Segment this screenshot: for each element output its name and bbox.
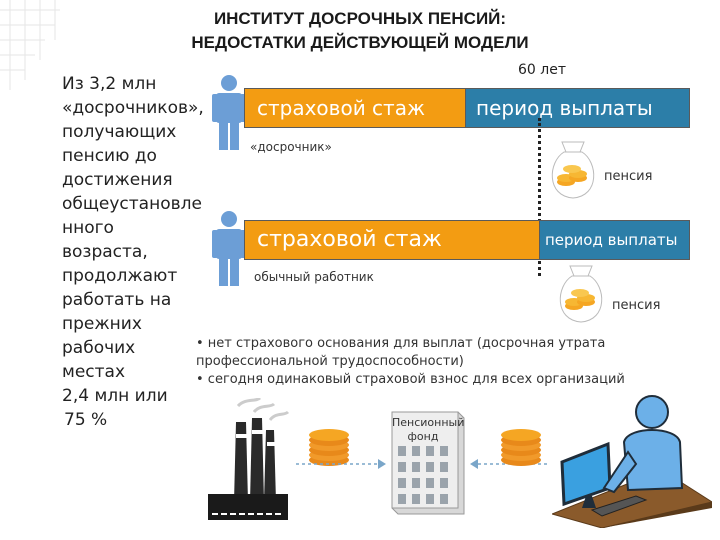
- person-icon: [212, 211, 246, 286]
- left-text-line: достижения: [62, 170, 173, 190]
- left-text-line: пенсию до: [62, 146, 157, 166]
- left-text-line: Из 3,2 млн: [62, 74, 157, 94]
- insurance-period-bar-early: страховой стаж: [244, 88, 466, 128]
- coin-stack-icon: [309, 429, 349, 466]
- left-text-line: 75 %: [64, 410, 108, 430]
- left-text-line: 2,4 млн или: [62, 386, 168, 406]
- bullet-item: • нет страхового основания для выплат (д…: [196, 336, 606, 351]
- age-60-label: 60 лет: [518, 62, 566, 78]
- insurance-period-label: страховой стаж: [257, 227, 442, 252]
- left-statistics-text: Из 3,2 млн «досрочников», получающих пен…: [62, 72, 212, 432]
- bullet-item: • сегодня одинаковый страховой взнос для…: [196, 372, 625, 387]
- money-bag-icon: [559, 265, 603, 323]
- pension-fund-building-icon: [391, 411, 465, 515]
- left-text-line: общеустановле: [62, 194, 202, 214]
- left-text-line: прежних: [62, 314, 142, 334]
- payout-period-bar-early: период выплаты: [465, 88, 690, 128]
- pension-label-early: пенсия: [604, 169, 653, 184]
- insurance-period-label: страховой стаж: [257, 96, 425, 120]
- left-text-line: возраста,: [62, 242, 148, 262]
- left-text-line: получающих: [62, 122, 177, 142]
- corner-pattern: [0, 0, 60, 90]
- pension-label-regular: пенсия: [612, 298, 661, 313]
- payout-period-label: период выплаты: [476, 96, 653, 120]
- bullet-list: • нет страхового основания для выплат (д…: [196, 335, 646, 389]
- page-title-line1: ИНСТИТУТ ДОСРОЧНЫХ ПЕНСИЙ:: [213, 9, 507, 28]
- early-retiree-caption: «досрочник»: [250, 140, 332, 154]
- coin-stack-icon: [501, 429, 541, 466]
- money-bag-icon: [551, 141, 595, 199]
- arrow-right-icon: [296, 459, 386, 469]
- left-text-line: рабочих: [62, 338, 136, 358]
- retirement-age-marker-line: [538, 118, 541, 276]
- page-title-line2: НЕДОСТАТКИ ДЕЙСТВУЮЩЕЙ МОДЕЛИ: [191, 33, 529, 52]
- pension-fund-label: Пенсионный фонд: [392, 416, 465, 444]
- regular-worker-caption: обычный работник: [254, 270, 374, 284]
- payout-period-bar-regular: период выплаты: [539, 220, 690, 260]
- left-text-line: местах: [62, 362, 126, 382]
- factory-icon: [208, 398, 290, 520]
- pension-fund-label-line: Пенсионный: [392, 416, 465, 429]
- left-text-line: «досрочников»,: [62, 98, 204, 118]
- insurance-period-bar-regular: страховой стаж: [244, 220, 540, 260]
- left-text-line: продолжают: [62, 266, 178, 286]
- payout-period-label: период выплаты: [545, 231, 678, 249]
- bullet-item: профессиональной трудоспособности): [196, 354, 464, 369]
- person-icon: [212, 75, 246, 150]
- left-text-line: нного: [62, 218, 114, 238]
- pension-fund-label-line: фонд: [407, 430, 439, 443]
- worker-at-computer-icon: [552, 395, 712, 528]
- left-text-line: работать на: [62, 290, 172, 310]
